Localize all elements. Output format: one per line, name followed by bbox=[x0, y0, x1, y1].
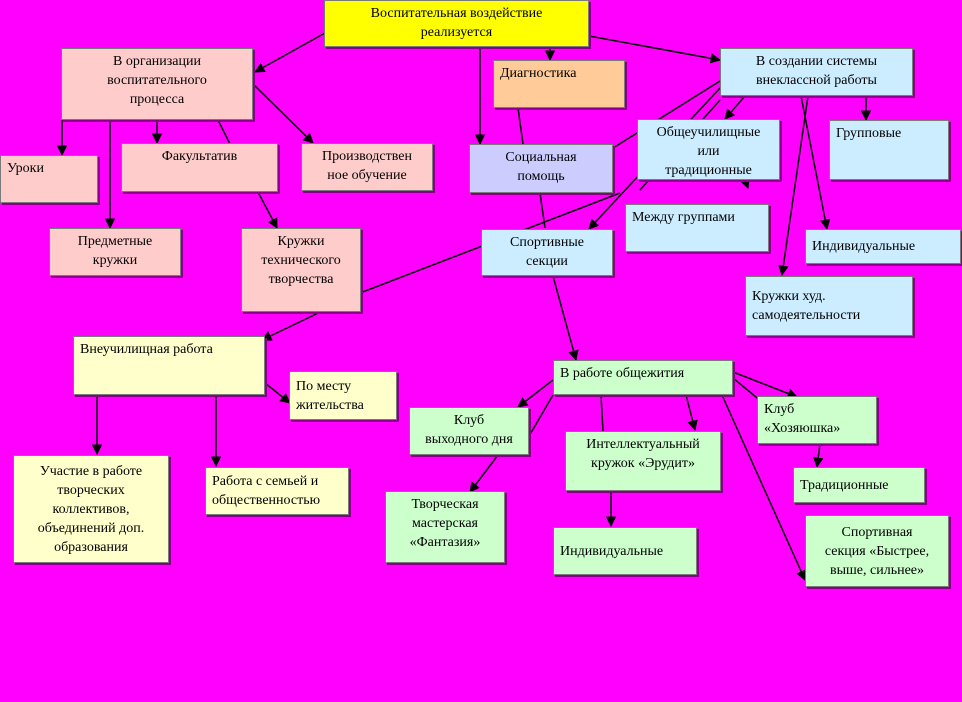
node-subject-clubs: Предметные кружки bbox=[49, 228, 181, 276]
node-between-groups: Между группами bbox=[625, 204, 769, 252]
node-individual: Индивидуальные bbox=[805, 229, 961, 264]
edge-root-system bbox=[588, 35, 722, 64]
node-fakultativ: Факультатив bbox=[121, 143, 278, 192]
edge-dorm-erudit2 bbox=[685, 394, 698, 432]
node-fantasy-workshop: Творческая мастерская «Фантазия» bbox=[385, 491, 505, 563]
node-system: В создании системы внеклассной работы bbox=[720, 48, 913, 96]
node-weekend-club: Клуб выходного дня bbox=[409, 407, 529, 455]
edge-system-trad bbox=[724, 95, 746, 120]
node-art-clubs: Кружки худ. самодеятельности bbox=[745, 276, 913, 336]
node-sport-sections: Спортивные секции bbox=[481, 229, 613, 276]
node-residence: По месту жительства bbox=[289, 371, 397, 420]
edge-root-org bbox=[254, 32, 326, 73]
node-sport-faster: Спортивная секция «Быстрее, выше, сильне… bbox=[805, 515, 949, 587]
edge-fakult-tech bbox=[257, 191, 278, 229]
node-tech-clubs: Кружки технического творчества bbox=[241, 228, 361, 312]
edge-dorm-weekend bbox=[517, 379, 554, 408]
edge-dorm-hostess bbox=[732, 371, 798, 399]
node-outschool: Внеучилищная работа bbox=[73, 336, 265, 395]
node-erudit: Интеллектуальный кружок «Эрудит» bbox=[565, 431, 721, 491]
node-social-help: Социальная помощь bbox=[469, 144, 613, 193]
edge-social-sport bbox=[539, 192, 546, 229]
edge-sport-dorm bbox=[552, 275, 579, 362]
edge-org-prod bbox=[252, 83, 314, 144]
edge-system-between bbox=[739, 177, 750, 189]
node-organization: В организации воспитательного процесса bbox=[61, 48, 253, 120]
node-hostess-club: Клуб «Хозяюшка» bbox=[757, 396, 877, 444]
node-group: Групповые bbox=[829, 120, 949, 180]
edge-hostess-trad2 bbox=[813, 443, 824, 469]
node-dormitory: В работе общежития bbox=[553, 360, 733, 395]
node-production: Производствен ное обучение bbox=[301, 143, 433, 191]
node-traditional-dorm: Традиционные bbox=[793, 467, 925, 503]
node-family-work: Работа с семьей и общественностью bbox=[205, 467, 349, 515]
node-creative-collectives: Участие в работе творческих коллективов,… bbox=[13, 455, 169, 563]
edge-dorm-erudit bbox=[600, 394, 604, 432]
edge-diag-sport bbox=[517, 107, 524, 145]
edge-system-indiv bbox=[800, 95, 831, 231]
node-traditional: Общеучилищные или традиционные bbox=[637, 119, 780, 180]
node-lessons: Уроки bbox=[0, 155, 98, 203]
edge-weekend-fantasy bbox=[469, 454, 499, 493]
root-node: Воспитательная воздействие реализуется bbox=[324, 0, 589, 47]
node-diagnostics: Диагностика bbox=[493, 60, 625, 108]
node-individual-dorm: Индивидуальные bbox=[553, 527, 697, 575]
edge-outschool-residence bbox=[264, 382, 291, 404]
